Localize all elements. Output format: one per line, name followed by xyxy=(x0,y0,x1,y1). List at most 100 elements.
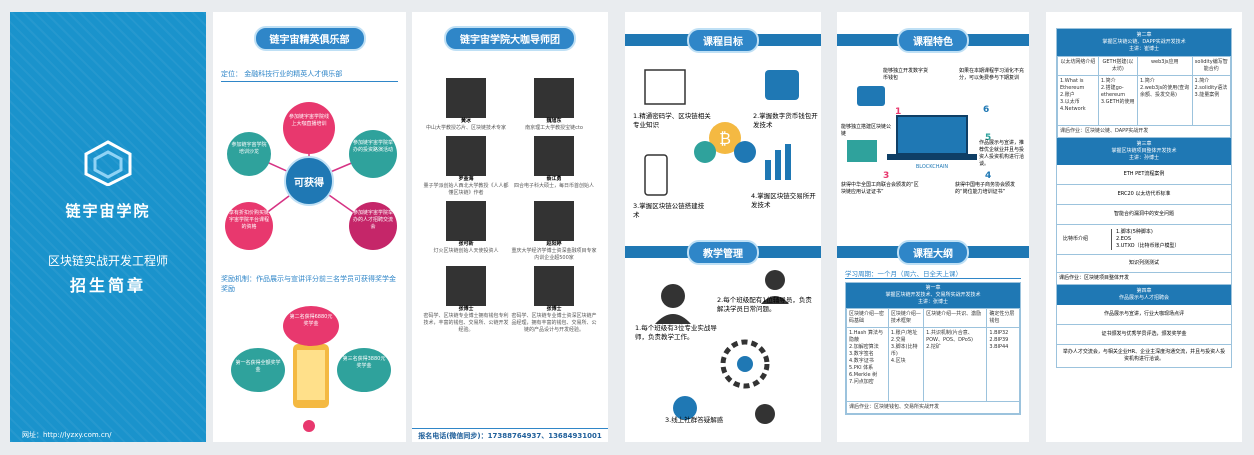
mentor-card: 魏旭东南京理工大学教授宝链cto xyxy=(510,78,598,132)
chapter1-sub: 掌握区块链开发技术、交易所实战开发技术 xyxy=(885,292,981,298)
bitcoin-hub-icon: ₿ xyxy=(644,69,799,196)
cover-line-2: 招生简章 xyxy=(69,276,146,295)
features-title: 课程特色 xyxy=(897,28,969,53)
chapter4-title: 第四章 xyxy=(1136,288,1152,294)
mentors-title: 链宇宙学院大咖导师团 xyxy=(444,26,576,51)
mentor-desc: 灯火区块链创始人天使投资人 xyxy=(433,248,499,254)
chapter3-host: 主讲：孙博士 xyxy=(1128,155,1159,161)
chapter1-box: 第一章 掌握区块链开发技术、交易所实战开发技术 主讲：张博士 区块链介绍—密码基… xyxy=(845,282,1021,415)
goal-item: 2.掌握数字货币钱包开发技术 xyxy=(753,112,818,129)
chapter4-row: 证书颁发与优秀学员评选，颁发奖学金 xyxy=(1057,325,1231,345)
svg-text:5: 5 xyxy=(985,133,991,143)
goals-title: 课程目标 xyxy=(687,28,759,53)
mentor-card: 蔡江勇四合电子科大硕士，每日币首创始人 xyxy=(510,136,598,197)
chapter4-row: 举办人才交流会，与相关企业HR、企业主深度沟通交流，并且与投资人投资机构进行洽谈… xyxy=(1062,349,1226,362)
feature-item: 如果在本期课程学习消化不充分，可以免费参与下期复训 xyxy=(959,68,1025,81)
mentor-card: 黄冰中山大学教授芯片、区块链技术专家 xyxy=(422,78,510,132)
prize-1 xyxy=(231,348,285,392)
benefit-petal: 参加链宇宙学院举办的人才招聘交流会 xyxy=(353,210,394,230)
chapter1-table: 区块链介绍—密码基础 区块链介绍—技术框架 区块链介绍—共识、激励 确定性分层钱… xyxy=(846,308,1020,414)
club-position: 定位： 金融科技行业的精英人才俱乐部 xyxy=(221,69,398,82)
table-cell: 1.What is Ethereum 2.账户 3.以太币 4.Network xyxy=(1057,75,1099,126)
table-header: solidity编写智能合约 xyxy=(1191,56,1231,76)
benefit-petal: 享有折扣价购买链宇宙学院平台课程的资格 xyxy=(229,210,270,230)
goal-item: 4.掌握区块链交易所开发技术 xyxy=(751,192,816,209)
svg-text:3: 3 xyxy=(883,171,889,181)
feature-item: 获得中国电子商务协会颁发的“岗位能力培训证书” xyxy=(955,182,1016,195)
bitcoin-branch: 1.脚本(5种脚本) xyxy=(1116,229,1153,235)
prize-3-label: 第三名获得3880元奖学金 xyxy=(342,356,386,369)
mentor-name: 赵阳婷 xyxy=(546,241,562,247)
table-cell: 1.BIP32 2.BIP39 3.BIP44 xyxy=(986,327,1020,402)
feature-item: 获得中华全国工商联合会颁发的“区块链应用认证证书” xyxy=(841,182,919,195)
chapter2-table: 以太坊网络介绍 GETH搭建(以太坊) web3js应用 solidity编写智… xyxy=(1057,56,1231,138)
table-cell: 1.账户/地址 2.交易 3.脚本(比特币) 4.区块 xyxy=(887,327,925,402)
mentor-desc: 四合电子科大硕士，每日币首创始人 xyxy=(513,183,594,189)
mentor-card: 赵阳婷重庆大学经济学博士资深金融项目专家内训企业超500家 xyxy=(510,201,598,262)
table-header: 区块链介绍—共识、激励 xyxy=(923,308,988,328)
mentor-card: 张博士密码学、区块链专业博士资深区块链产品经理，拥有丰富的钱包、交易所、公链的产… xyxy=(510,266,598,334)
mentor-desc: 量子学派创始人西北大学教授《人人都懂区块链》作者 xyxy=(423,183,509,196)
homework: 课后作业：区块链钱包、交易所实战开发 xyxy=(846,401,1020,414)
table-cell: 1.简介 2.web3js的使用(查询余额、投发交易) xyxy=(1136,75,1193,126)
prize-2 xyxy=(283,306,339,346)
table-cell: 1.共识机制(片合意、POW、POS、DPoS) 2.挖矿 xyxy=(923,327,988,402)
benefit-petal: 参加链宇宙学院线上大咖直播培训 xyxy=(288,114,329,127)
chapter2-title: 第二章 xyxy=(1136,32,1152,38)
club-title: 链宇宙精英俱乐部 xyxy=(253,26,366,51)
mentor-grid: 黄冰中山大学教授芯片、区块链技术专家 魏旭东南京理工大学教授宝链cto 罗金海量… xyxy=(422,78,598,334)
mentor-name: 魏旭东 xyxy=(546,118,562,124)
mgmt-item: 1.每个班级有3位专业实战导师，负责教学工作。 xyxy=(635,324,717,341)
prize-3 xyxy=(337,348,391,392)
bitcoin-label: 比特币介绍 xyxy=(1063,236,1089,242)
benefit-center: 可获得 xyxy=(294,178,324,189)
mentor-name: 罗金海 xyxy=(458,176,474,182)
svg-text:1: 1 xyxy=(895,107,901,117)
benefit-petal: 参加链宇宙学院举办的投资路演活动 xyxy=(353,140,394,153)
mentor-desc: 南京理工大学教授宝链cto xyxy=(525,125,583,131)
bitcoin-branch: 2.EOS xyxy=(1116,236,1132,242)
mentor-photo xyxy=(534,201,574,241)
chapter1-title: 第一章 xyxy=(925,285,941,291)
chapter4-row: 作品展示与宣讲，行业大咖现场点评 xyxy=(1057,305,1231,325)
mgmt-item: 2.每个班级配有1位辅导员，负责解决学员日常问题。 xyxy=(717,296,812,313)
chapter3-test: 知识列测测试 xyxy=(1057,255,1231,273)
svg-text:BLOCKCHAIN: BLOCKCHAIN xyxy=(916,164,949,170)
svg-text:₿: ₿ xyxy=(719,129,731,148)
mentor-photo xyxy=(534,266,574,306)
mentor-desc: 密码学、区块链专业博士拥有钱包专利技术，丰富的钱包、交易所、公链开发经验。 xyxy=(423,313,509,333)
study-period: 学习周期：一个月（周六、日全天上课） xyxy=(845,268,1021,279)
outline-box: 第二章 掌握区块链公链、DAPP实战开发技术 主讲：崔博士 以太坊网络介绍 GE… xyxy=(1056,28,1232,368)
blockchain-laptop-icon: BLOCKCHAIN 1 3 6 5 4 xyxy=(847,86,991,181)
table-header: 区块链介绍—技术框架 xyxy=(887,308,925,328)
bitcoin-branch: 3.UTXO（比特币账户模型） xyxy=(1116,243,1180,249)
feature-item: 能够独立开发数字货币钱包 xyxy=(883,68,929,81)
mentor-photo xyxy=(446,201,486,241)
goal-item: 1.精通密码学、区块链相关专业知识 xyxy=(633,112,711,129)
table-cell: 1.简介 2.搭建go-ethereum 3.GETH的使用 xyxy=(1097,75,1138,126)
homework: 课后作业：区块链公链、DAPP实战开发 xyxy=(1057,125,1231,138)
signup-phone[interactable]: 报名电话(微信同步)：17388764937、13684931001 xyxy=(412,428,608,441)
chapter3-row: ETH PET流程案例 xyxy=(1057,165,1231,185)
chapter2-host: 主讲：崔博士 xyxy=(1128,46,1159,52)
mentor-desc: 密码学、区块链专业博士资深区块链产品经理，拥有丰富的钱包、交易所、公链的产品设计… xyxy=(511,313,597,333)
table-header: 以太坊网络介绍 xyxy=(1057,56,1099,76)
feature-item: 作品展示与宣讲，推荐优企就业并且与投资人投资机构进行洽谈。 xyxy=(979,140,1025,167)
mentor-photo xyxy=(534,136,574,176)
bitcoin-intro: 比特币介绍 1.脚本(5种脚本) 2.EOS 3.UTXO（比特币账户模型） xyxy=(1057,225,1231,255)
outline-panel: 第二章 掌握区块链公链、DAPP实战开发技术 主讲：崔博士 以太坊网络介绍 GE… xyxy=(1046,12,1242,442)
table-header: 区块链介绍—密码基础 xyxy=(846,308,889,328)
mentor-name: 蔡江勇 xyxy=(546,176,562,182)
homework: 课后作业：区块链项目整体开发 xyxy=(1057,273,1231,285)
mentor-card: 张可新灯火区块链创始人天使投资人 xyxy=(422,201,510,262)
svg-text:6: 6 xyxy=(983,105,989,115)
chapter4-header: 第四章 作品展示与人才招聘会 xyxy=(1057,285,1231,305)
prize-1-label: 第一名获得全额奖学金 xyxy=(235,360,281,373)
mentor-card: 罗金海量子学派创始人西北大学教授《人人都懂区块链》作者 xyxy=(422,136,510,197)
cover-website[interactable]: 网址：http://lyzxy.com.cn/ xyxy=(22,431,112,439)
mgmt-item: 3.线上社群答疑解惑 xyxy=(665,416,724,424)
chapter3-row: 智能合约漏洞中的安全问题 xyxy=(1057,205,1231,225)
benefit-petal: 参加链宇宙学院培训沙龙 xyxy=(231,142,267,155)
chapter3-row: ERC20 以太坊代币标准 xyxy=(1057,185,1231,205)
mentor-photo xyxy=(446,136,486,176)
